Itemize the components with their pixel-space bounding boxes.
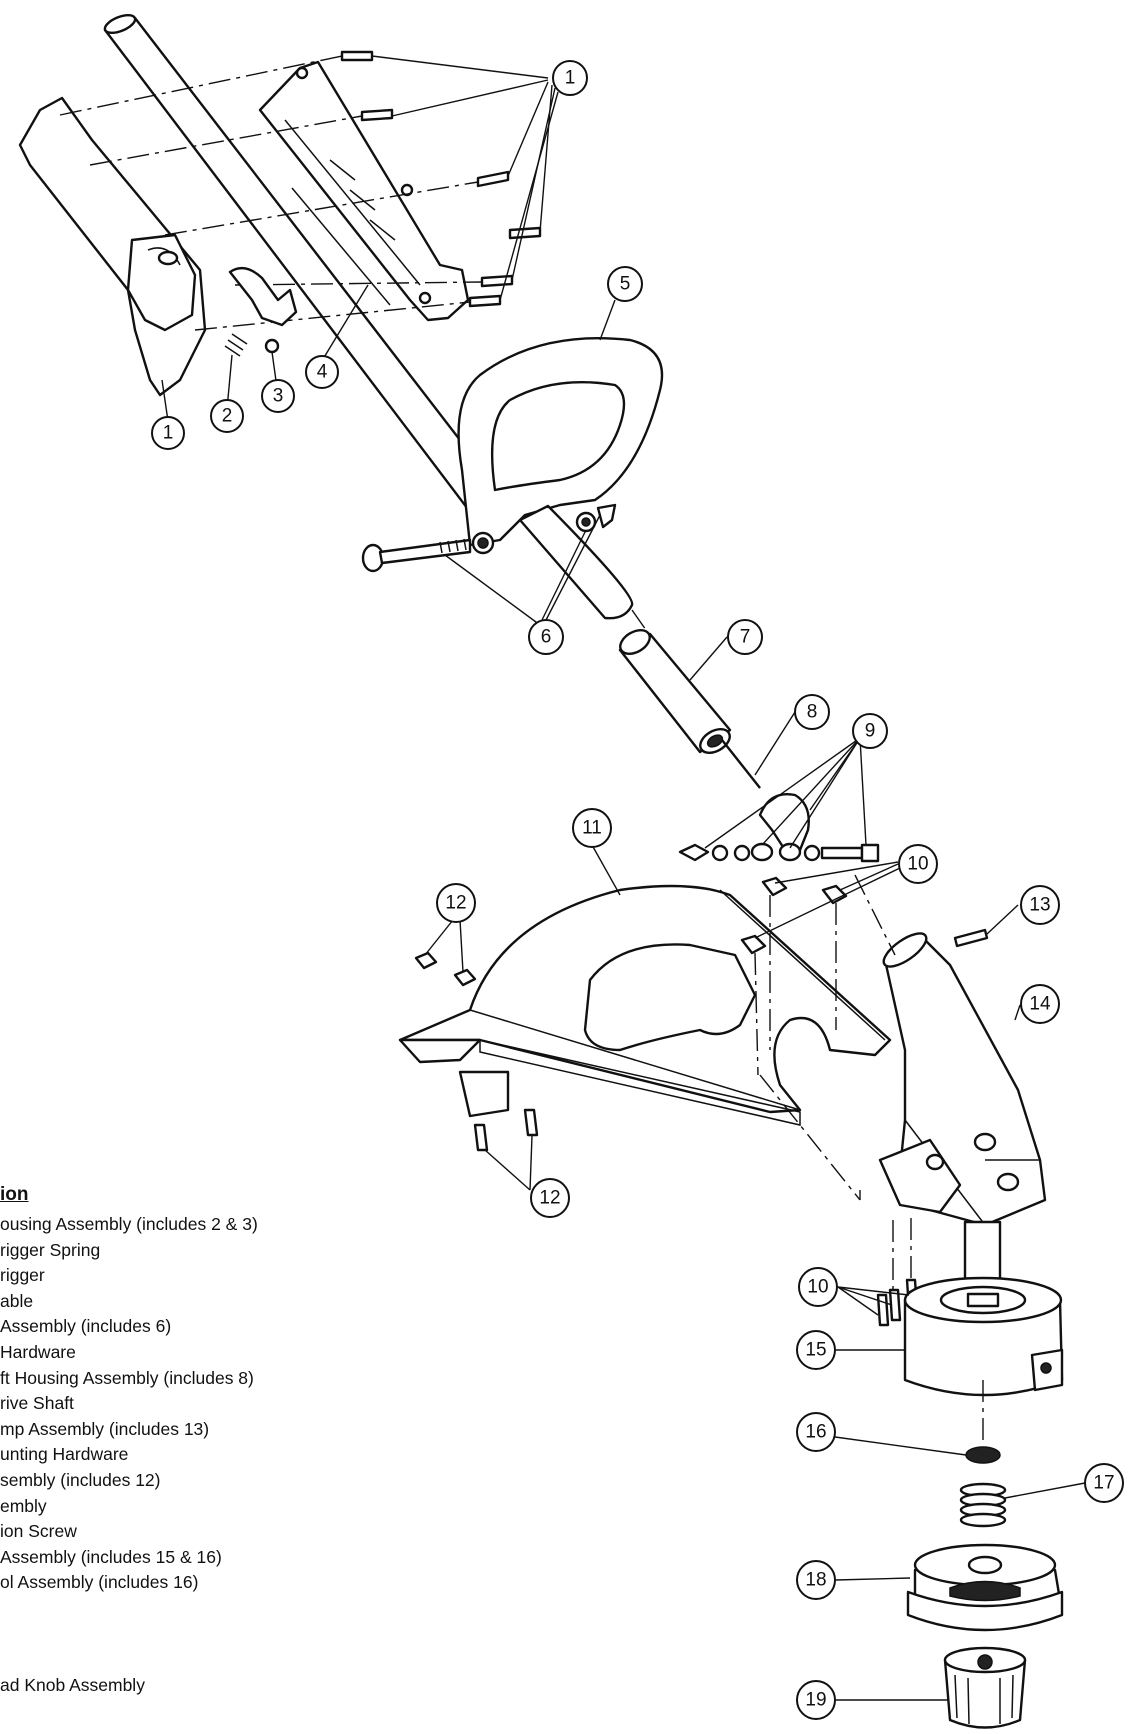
callout-12-bottom: 12 <box>530 1178 570 1218</box>
svg-text:5: 5 <box>620 274 631 295</box>
trimmer-head-housing <box>903 1276 1064 1397</box>
trigger-and-spring <box>224 266 298 357</box>
legend-row: rigger <box>0 1265 45 1286</box>
legend-row: unting Hardware <box>0 1444 129 1465</box>
shield-screws <box>414 951 539 1152</box>
legend-row: rive Shaft <box>0 1393 74 1414</box>
callout-7: 7 <box>727 619 763 655</box>
washer <box>965 1446 1001 1464</box>
legend-row: rigger Spring <box>0 1239 101 1260</box>
callout-18: 18 <box>796 1560 836 1600</box>
alignment-lines-upper <box>59 55 483 331</box>
legend-row <box>0 1622 420 1648</box>
legend-row <box>0 1596 420 1622</box>
legend-row: ion Screw <box>0 1521 77 1542</box>
svg-text:6: 6 <box>541 627 552 648</box>
svg-text:11: 11 <box>582 818 602 839</box>
callout-2: 2 <box>210 399 244 433</box>
svg-text:19: 19 <box>805 1690 826 1711</box>
svg-text:12: 12 <box>445 893 466 914</box>
svg-text:2: 2 <box>222 406 233 427</box>
handle-housing-right <box>258 60 470 322</box>
svg-text:10: 10 <box>807 1277 828 1298</box>
grass-shield <box>398 884 892 1126</box>
svg-text:18: 18 <box>805 1570 826 1591</box>
assist-handle <box>457 337 664 555</box>
mounting-nuts <box>740 876 848 1076</box>
callout-9: 9 <box>852 713 888 749</box>
leader-lines <box>161 55 1086 1701</box>
clamp-screw <box>953 928 989 948</box>
bump-knob <box>943 1646 1027 1729</box>
callout-1-left: 1 <box>151 416 185 450</box>
callout-1-top: 1 <box>552 60 588 96</box>
legend-row: ft Housing Assembly (includes 8) <box>0 1367 254 1388</box>
legend-row: ousing Assembly (includes 2 & 3) <box>0 1214 258 1234</box>
wing-nut <box>596 503 617 529</box>
callout-11: 11 <box>572 808 612 848</box>
callout-10-top: 10 <box>898 844 938 884</box>
throttle-cable <box>291 187 391 306</box>
legend-row: Hardware <box>0 1341 76 1362</box>
legend-title: ion <box>0 1184 29 1205</box>
svg-text:14: 14 <box>1029 994 1051 1015</box>
svg-text:1: 1 <box>565 68 576 89</box>
legend-row: ad Knob Assembly <box>0 1674 145 1695</box>
legend-row: able <box>0 1290 34 1311</box>
legend-row: mp Assembly (includes 13) <box>0 1418 210 1439</box>
handle-bolt <box>361 538 472 573</box>
legend-row: Assembly (includes 6) <box>0 1316 172 1337</box>
svg-text:9: 9 <box>865 721 876 742</box>
callout-14: 14 <box>1020 984 1060 1024</box>
shaft-clamp <box>678 793 880 863</box>
gear-head <box>878 932 1047 1282</box>
legend-row: sembly (includes 12) <box>0 1469 161 1490</box>
svg-text:15: 15 <box>805 1340 826 1361</box>
spool-assembly <box>906 1543 1064 1632</box>
svg-text:7: 7 <box>740 627 751 648</box>
parts-legend: ion ousing Assembly (includes 2 & 3) rig… <box>0 1184 420 1698</box>
handle-housing-left <box>18 96 207 397</box>
callouts: 1 1 2 3 4 5 6 7 8 9 10 11 12 12 13 14 10… <box>151 60 1124 1720</box>
legend-row: embly <box>0 1495 47 1516</box>
svg-text:12: 12 <box>539 1188 560 1209</box>
svg-text:1: 1 <box>163 423 174 444</box>
callout-15: 15 <box>796 1330 836 1370</box>
callout-8: 8 <box>794 694 830 730</box>
legend-row: Assembly (includes 15 & 16) <box>0 1546 222 1567</box>
svg-text:3: 3 <box>273 386 284 407</box>
svg-text:4: 4 <box>317 362 328 383</box>
callout-3: 3 <box>261 379 295 413</box>
callout-10-bottom: 10 <box>798 1267 838 1307</box>
legend-row: ol Assembly (includes 16) <box>0 1572 199 1593</box>
callout-12-top: 12 <box>436 883 476 923</box>
svg-text:17: 17 <box>1093 1473 1114 1494</box>
svg-text:10: 10 <box>907 854 928 875</box>
callout-4: 4 <box>305 355 339 389</box>
svg-text:8: 8 <box>807 702 818 723</box>
lower-shaft-housing <box>618 629 732 754</box>
callout-5: 5 <box>607 266 643 302</box>
callout-17: 17 <box>1084 1463 1124 1503</box>
legend-row <box>0 1647 420 1673</box>
svg-text:16: 16 <box>805 1422 826 1443</box>
callout-19: 19 <box>796 1680 836 1720</box>
svg-text:13: 13 <box>1029 895 1050 916</box>
callout-6: 6 <box>528 619 564 655</box>
callout-16: 16 <box>796 1412 836 1452</box>
callout-13: 13 <box>1020 885 1060 925</box>
head-spring <box>959 1482 1007 1528</box>
